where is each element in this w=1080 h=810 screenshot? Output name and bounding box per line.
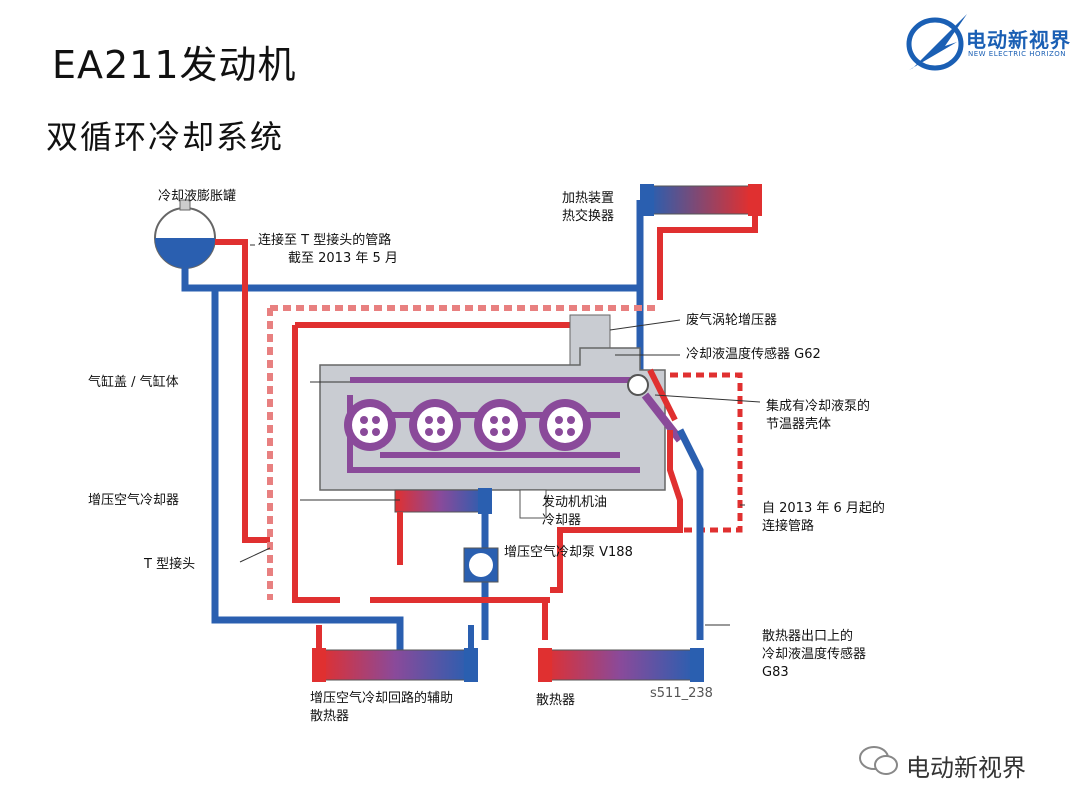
logo-name-cn: 电动新视界 <box>966 28 1071 52</box>
cylinders <box>344 399 591 451</box>
expansion-tank <box>154 199 216 269</box>
lightning-globe-icon <box>906 14 967 71</box>
label-thermostat-line1: 集成有冷却液泵的 <box>766 399 871 414</box>
label-aux-radiator-line2: 散热器 <box>310 709 350 724</box>
diagram-code: s511_238 <box>650 686 713 701</box>
label-expansion-tank: 冷却液膨胀罐 <box>158 189 237 204</box>
label-pipe-t-line1: 连接至 T 型接头的管路 <box>258 233 392 248</box>
label-thermostat-line2: 节温器壳体 <box>766 417 832 432</box>
label-t-joint: T 型接头 <box>144 557 196 572</box>
label-turbo: 废气涡轮增压器 <box>686 313 778 328</box>
label-from2013-line1: 自 2013 年 6 月起的 <box>762 501 885 516</box>
label-g83-line1: 散热器出口上的 <box>762 629 854 644</box>
label-oil-cooler-line2: 冷却器 <box>542 513 582 528</box>
main-radiator <box>538 648 704 682</box>
cooling-system-diagram: 冷却液膨胀罐 连接至 T 型接头的管路 截至 2013 年 5 月 加热装置 热… <box>80 170 940 740</box>
label-pipe-t-line2: 截至 2013 年 5 月 <box>288 251 398 266</box>
label-from2013-line2: 连接管路 <box>762 519 815 534</box>
label-intercooler: 增压空气冷却器 <box>88 493 180 508</box>
label-g83-line3: G83 <box>762 665 789 680</box>
label-aux-radiator-line1: 增压空气冷却回路的辅助 <box>310 691 454 706</box>
slide-subtitle: 双循环冷却系统 <box>46 118 285 156</box>
logo-name-en: NEW ELECTRIC HORIZON <box>968 50 1066 58</box>
pump-v188 <box>463 547 499 583</box>
label-oil-cooler-line1: 发动机机油 <box>542 495 608 510</box>
label-pump-v188: 增压空气冷却泵 V188 <box>504 545 633 560</box>
slide-title: EA211发动机 <box>52 43 297 87</box>
oil-cooler <box>519 489 547 519</box>
wechat-icon <box>859 746 898 775</box>
label-cylinder: 气缸盖 / 气缸体 <box>88 375 179 390</box>
heater-exchanger <box>640 184 762 216</box>
intercooler <box>394 488 492 514</box>
label-g62: 冷却液温度传感器 G62 <box>686 347 821 362</box>
watermark-text: 电动新视界 <box>906 754 1026 782</box>
aux-radiator <box>312 648 478 682</box>
engine-block <box>319 347 666 491</box>
label-radiator: 散热器 <box>536 693 576 708</box>
label-g83-line2: 冷却液温度传感器 <box>762 647 867 662</box>
cooling-diagram-graphic <box>154 184 762 682</box>
label-heater-line1: 加热装置 <box>562 191 615 206</box>
label-heater-line2: 热交换器 <box>562 209 615 224</box>
